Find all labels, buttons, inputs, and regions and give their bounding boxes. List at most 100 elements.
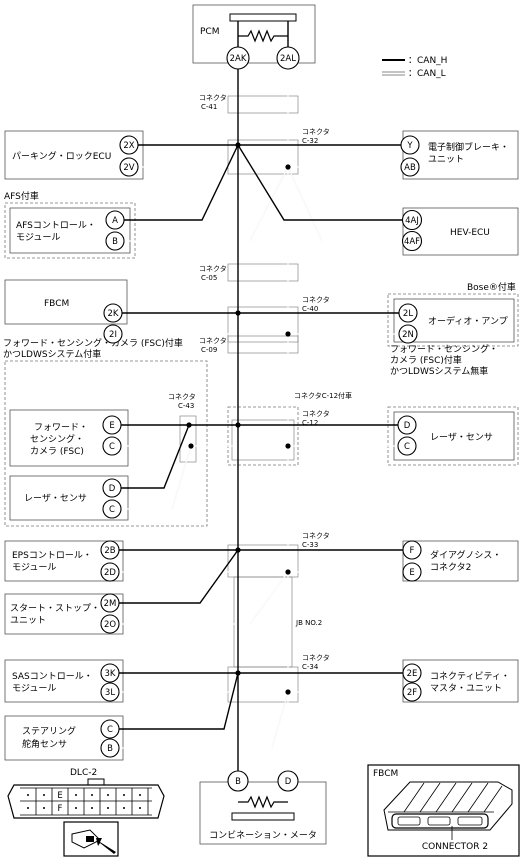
svg-text:4AJ: 4AJ	[405, 216, 419, 226]
pin-fbcm-can-l: 2I	[103, 324, 123, 344]
pin-laser-left-can-l: C	[102, 499, 122, 519]
connector-c09	[227, 335, 299, 354]
pin-meter-can-h: B	[227, 770, 249, 792]
connector-c09-word: コネクタ	[199, 336, 227, 345]
dlc-label-1: ダイアグノシス・	[430, 549, 501, 561]
splice-h-c34	[235, 670, 241, 676]
connectivity-label-1: コネクティビティ・	[430, 671, 510, 682]
svg-text:C: C	[107, 725, 113, 735]
splice-l-c43	[188, 443, 194, 449]
dlc-box	[402, 540, 519, 582]
svg-text:2V: 2V	[123, 163, 134, 173]
connector-c34-label: C-34	[302, 663, 319, 671]
svg-text:2I: 2I	[109, 330, 117, 340]
dlc-label-2: コネクタ2	[430, 562, 471, 573]
pin-afs-can-l: B	[105, 231, 125, 251]
splice-points	[186, 142, 291, 695]
bose-option-label: Bose®付車	[467, 281, 516, 293]
svg-text:3K: 3K	[105, 669, 116, 679]
eps-label-1: EPSコントロール・	[12, 551, 92, 561]
can-h-branch-afs	[115, 144, 239, 221]
can-l-branch-steering	[110, 691, 289, 749]
connectivity-box	[402, 659, 519, 703]
dlc2-locator-arrow-icon	[96, 838, 116, 854]
connector-c05-word: コネクタ	[199, 264, 227, 273]
connector-c12-option-label: コネクタC-12付車	[294, 391, 352, 400]
svg-text:2B: 2B	[104, 546, 115, 556]
svg-text:2E: 2E	[407, 669, 418, 679]
svg-text:E: E	[109, 421, 114, 431]
afs-option-frame	[4, 202, 136, 259]
svg-text:2AK: 2AK	[230, 54, 247, 64]
pin-start-stop-can-l: 2O	[100, 614, 120, 634]
steering-sensor-label-2: 舵角センサ	[22, 738, 67, 750]
svg-text:AB: AB	[404, 163, 416, 173]
eps-label-2: モジュール	[12, 563, 56, 573]
pin-pcm-can-l: 2AL	[276, 46, 300, 70]
junction-block-jb2	[233, 576, 293, 668]
svg-text:B: B	[235, 777, 241, 787]
camera-label-2: センシング・	[30, 433, 84, 445]
svg-text:D: D	[404, 421, 411, 431]
fbcm-connector-caption: CONNECTOR 2	[422, 842, 488, 852]
pin-hev-can-h: 4AJ	[401, 209, 423, 231]
can-h-branch-start-stop	[110, 549, 239, 604]
fbcm-figure-title: FBCM	[373, 769, 398, 779]
svg-text:2M: 2M	[104, 599, 117, 609]
pcm-resistor-bar	[229, 13, 297, 22]
start-stop-label-1: スタート・ストップ・	[10, 603, 100, 614]
can-l-branch-afs	[115, 166, 289, 242]
pin-hev-can-l: 4AF	[401, 230, 423, 252]
laser-left-label: レーザ・センサ	[24, 493, 87, 504]
pin-dlc-can-l: E	[402, 562, 422, 582]
dlc2-title: DLC-2	[70, 768, 97, 778]
svg-text:D: D	[285, 777, 292, 787]
connector-c32-word: コネクタ	[302, 127, 330, 136]
can-h-wiring	[110, 62, 412, 773]
svg-text:2L: 2L	[403, 309, 413, 319]
brake-unit-box	[402, 130, 519, 180]
svg-text:B: B	[107, 744, 113, 754]
fsc-without-label-2: カメラ (FSC)付車	[390, 354, 462, 366]
connector-c09-label: C-09	[201, 346, 217, 354]
svg-text:C: C	[109, 505, 115, 515]
connector-c33-label: C-33	[302, 541, 318, 549]
svg-text:C: C	[109, 442, 115, 452]
connector-c33-word: コネクタ	[302, 531, 330, 540]
connectivity-label-2: マスタ・ユニット	[430, 683, 502, 694]
can-h-branch-steering	[110, 672, 239, 730]
pin-laser-right-can-h: D	[397, 415, 417, 435]
pin-eps-can-h: 2B	[100, 540, 120, 560]
camera-label-3: カメラ (FSC)	[30, 446, 84, 457]
connector-c41	[227, 95, 299, 114]
fsc-with-label-1: フォワード・センシング・カメラ (FSC)付車	[3, 337, 183, 349]
splice-h-c32	[235, 142, 241, 148]
svg-text:2N: 2N	[402, 330, 414, 340]
connector-c34-word: コネクタ	[302, 653, 330, 662]
svg-text:E: E	[409, 568, 414, 578]
pin-fbcm-can-h: 2K	[103, 303, 123, 323]
connector-c12-frame	[227, 406, 299, 466]
pin-start-stop-can-h: 2M	[100, 593, 120, 613]
fbcm-label: FBCM	[44, 299, 69, 309]
pin-meter-can-l: D	[277, 770, 299, 792]
svg-text:2O: 2O	[104, 620, 116, 630]
can-l-wiring	[110, 62, 412, 773]
svg-text:3L: 3L	[105, 688, 115, 698]
can-h-branch-laser-left	[112, 424, 190, 489]
splice-l-c40	[285, 331, 291, 337]
pin-camera-can-l: C	[102, 436, 122, 456]
pin-parking-can-l: 2V	[119, 157, 139, 177]
connector-c40-label: C-40	[302, 305, 318, 313]
can-l-branch-start-stop	[110, 571, 289, 625]
pin-sas-can-l: 3L	[100, 682, 120, 702]
connector-c34	[227, 666, 299, 703]
afs-module-label-1: AFSコントロール・	[16, 221, 96, 231]
svg-text:F: F	[410, 546, 415, 556]
svg-text:A: A	[112, 216, 118, 226]
legend-can-l: ：CAN_L	[408, 69, 446, 79]
pin-connectivity-can-l: 2F	[402, 682, 422, 702]
fsc-with-frame	[4, 360, 208, 527]
connector-c41-word: コネクタ	[199, 93, 227, 102]
